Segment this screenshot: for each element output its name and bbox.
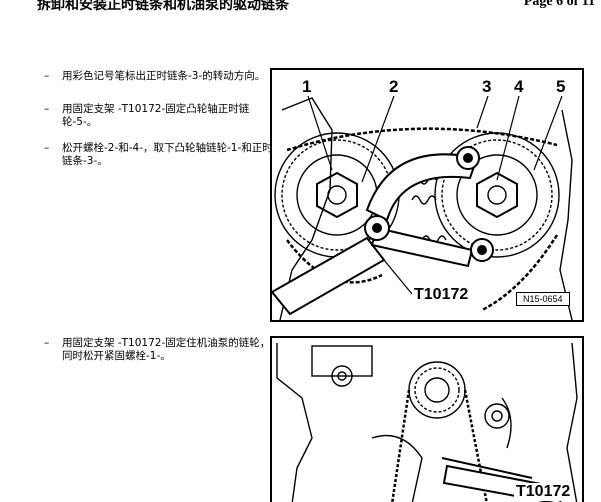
tool-label-t10172: T10172 xyxy=(412,286,471,304)
step-loosen-bolts: – 松开螺栓-2-和-4-，取下凸轮轴链轮-1-和正时链条-3-。 xyxy=(44,142,274,168)
step-bullet: – xyxy=(44,70,50,82)
callout-5: 5 xyxy=(556,77,566,96)
figure-camshaft-drawing xyxy=(272,95,573,320)
step-bullet: – xyxy=(44,103,50,115)
figure-oil-pump-drawing xyxy=(276,342,578,502)
step-text: 松开螺栓-2-和-4-，取下凸轮轴链轮-1-和正时链条-3-。 xyxy=(62,142,273,167)
figure-oil-pump-sprocket: T10172 xyxy=(270,336,584,502)
step-bullet: – xyxy=(44,337,50,349)
step-text: 用彩色记号笔标出正时链条-3-的转动方向。 xyxy=(62,70,266,82)
figure-camshaft-sprocket: 1 2 3 4 5 T10172 N15-0654 xyxy=(270,68,584,322)
tool-label-t10172: T10172 xyxy=(514,483,573,501)
document-title: 拆卸和安装正时链条和机油泵的驱动链条 xyxy=(37,0,289,13)
callout-3: 3 xyxy=(482,77,492,96)
step-text: 用固定支架 -T10172-固定凸轮轴正时链轮-5-。 xyxy=(62,103,250,128)
step-text: 用固定支架 -T10172-固定住机油泵的链轮，同时松开紧固螺栓-1-。 xyxy=(62,337,271,362)
callout-4: 4 xyxy=(514,77,524,96)
step-fix-camshaft-sprocket: – 用固定支架 -T10172-固定凸轮轴正时链轮-5-。 xyxy=(44,103,274,129)
step-bullet: – xyxy=(44,142,50,154)
step-fix-oil-pump-sprocket: – 用固定支架 -T10172-固定住机油泵的链轮，同时松开紧固螺栓-1-。 xyxy=(44,337,274,363)
page-number: Page 6 of 11 xyxy=(523,0,595,9)
figure-reference-number: N15-0654 xyxy=(516,292,570,306)
callout-1: 1 xyxy=(302,77,312,96)
step-mark-chain-direction: – 用彩色记号笔标出正时链条-3-的转动方向。 xyxy=(44,70,274,83)
callout-2: 2 xyxy=(389,77,399,96)
